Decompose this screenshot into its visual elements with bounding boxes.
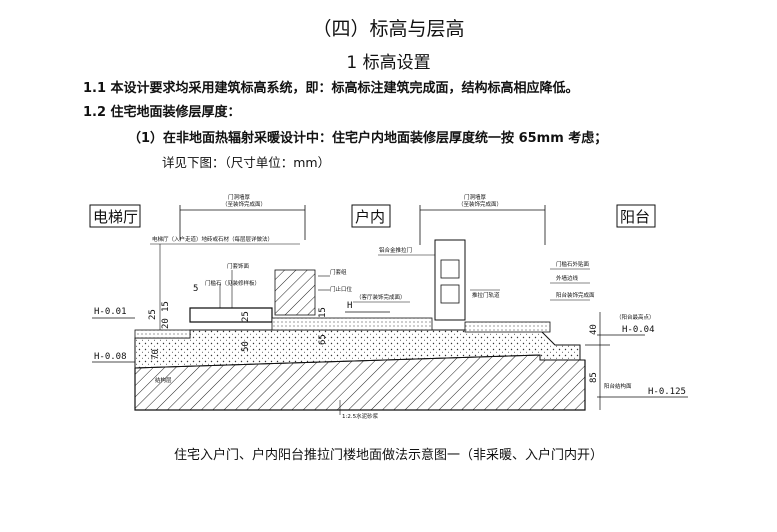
door-leaf-label: 门套组: [330, 268, 347, 276]
dim-15b: 15: [318, 307, 328, 318]
door-sill-stone: [189, 307, 273, 323]
elev-indoor: H: [347, 301, 352, 311]
hall-floor-label: 电梯厅（入户走道）地砖或石材（每层层详做法）: [152, 235, 273, 243]
door-thickness-label-left: 门洞墙厚: [228, 193, 251, 201]
elev-balcony: H-0.04: [622, 325, 655, 335]
door-thickness-dim-left: [179, 205, 306, 240]
dim-20: 20: [161, 318, 171, 329]
door-frame-label: 门套饰面: [227, 262, 250, 270]
zone-balcony-text: 阳台: [620, 208, 650, 226]
dim-5: 5: [193, 284, 198, 294]
indoor-finish-label: （客厅装饰完成面）: [356, 293, 406, 301]
elev-balcony-struct: H-0.125: [648, 387, 686, 397]
door-thickness-dim-right: [419, 205, 546, 245]
door-thickness-label-right: 门洞墙厚: [464, 193, 487, 201]
paragraph-1-2-sub: （1）在非地面热辐射采暖设计中：住宅户内地面装修层厚度统一按 65mm 考虑；: [128, 131, 608, 146]
zone-hall-text: 电梯厅: [93, 208, 138, 226]
balcony-structure-label: 阳台结构面: [604, 382, 632, 390]
zone-label-indoor: 户内: [351, 204, 391, 228]
figure-note: 详见下图：（尺寸单位：mm）: [162, 155, 331, 170]
dim-50: 50: [241, 341, 251, 352]
alu-door-frame: [434, 239, 466, 321]
elev-hall: H-0.01: [94, 307, 127, 317]
threshold-stone-label: 门槛石外贴面: [556, 260, 590, 268]
door-stop-label: 门止口位: [330, 285, 353, 293]
waterproof-label: 外墙边线: [556, 274, 579, 282]
hall-tile: [134, 329, 191, 339]
door-thickness-note-left: （至装饰完成面）: [222, 200, 266, 208]
zone-label-balcony: 阳台: [616, 204, 656, 228]
dim-40: 40: [589, 324, 599, 335]
dim-15a: 15: [161, 301, 171, 312]
dim-85: 85: [589, 372, 599, 383]
door-leaf: [274, 269, 316, 316]
zone-indoor-text: 户内: [355, 208, 385, 226]
slab-label: 结构层: [155, 376, 172, 384]
section-title: （四）标高与层高: [312, 18, 465, 40]
zone-label-hall: 电梯厅: [89, 204, 141, 228]
balcony-finish-label: 阳台装饰完成面: [556, 291, 595, 299]
dim-70: 70: [151, 349, 161, 360]
dim-25b: 25: [241, 311, 251, 322]
indoor-finish-layer: [271, 317, 433, 331]
balcony-threshold: [464, 321, 551, 333]
alu-window-label: 铝合金推拉门: [379, 246, 412, 254]
sliding-rail-label: 推拉门轨道: [472, 291, 500, 299]
balcony-high-label: （阳台最高点）: [616, 313, 655, 321]
mortar-label: 1:2.5水泥砂浆: [342, 412, 379, 420]
door-sill-label: 门槛石（见装修样板）: [205, 279, 260, 287]
dim-65: 65: [318, 334, 328, 345]
elev-hall-struct: H-0.08: [94, 352, 127, 362]
figure-caption: 住宅入户门、户内阳台推拉门楼地面做法示意图一（非采暖、入户门内开）: [173, 448, 603, 463]
paragraph-1-1: 1.1 本设计要求均采用建筑标高系统，即：标高标注建筑完成面，结构标高相应降低。: [83, 81, 579, 96]
dim-25a: 25: [148, 309, 158, 320]
section-subtitle: 1 标高设置: [346, 53, 431, 73]
paragraph-1-2: 1.2 住宅地面装修层厚度：: [83, 105, 241, 120]
door-thickness-note-right: （至装饰完成面）: [458, 200, 502, 208]
